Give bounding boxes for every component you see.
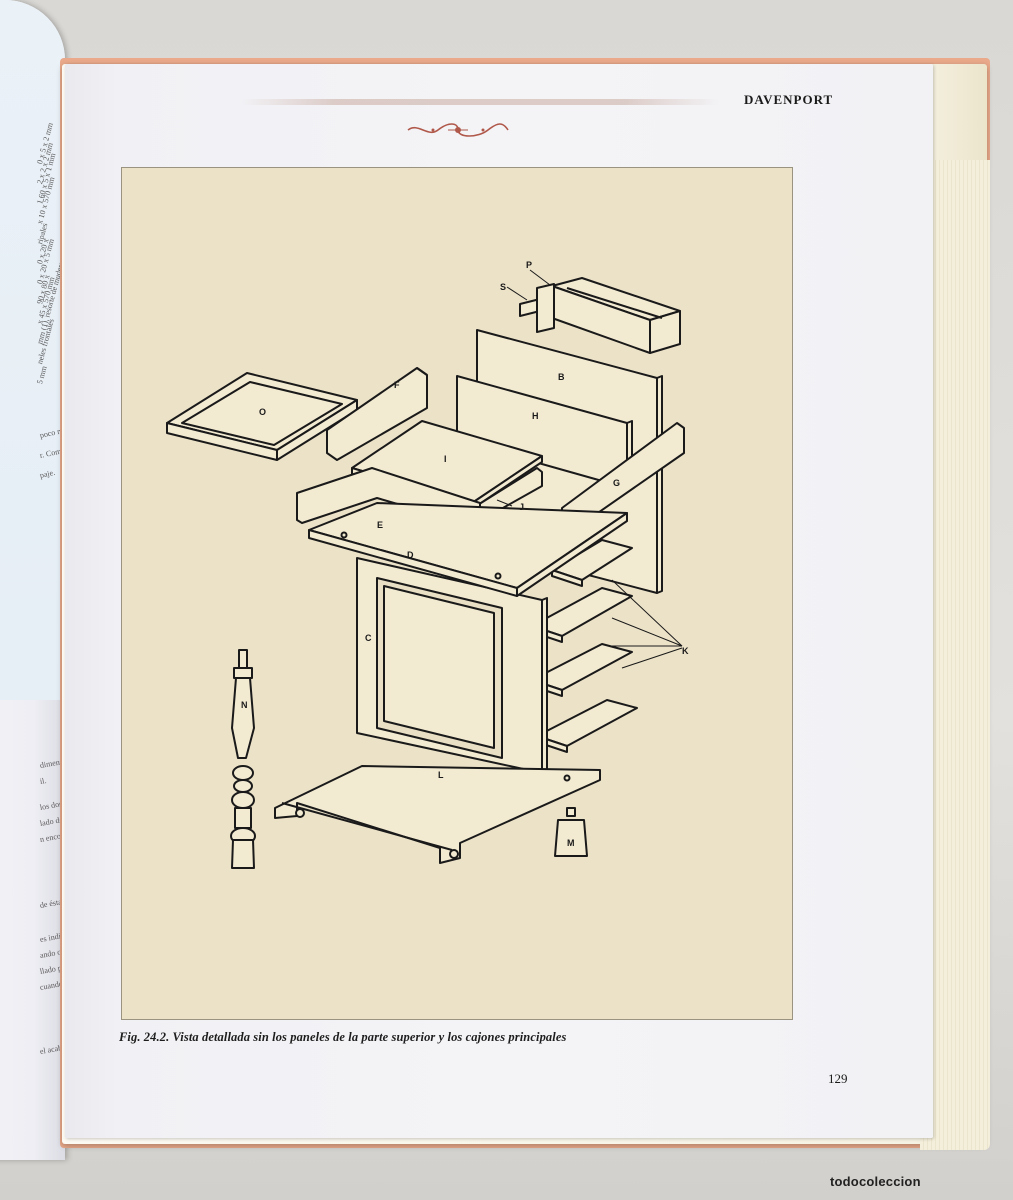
label-l: L — [438, 770, 444, 780]
label-o: O — [259, 407, 266, 417]
label-s: S — [500, 282, 506, 292]
label-g: G — [613, 478, 620, 488]
running-head: DAVENPORT — [744, 92, 834, 107]
label-m: M — [567, 838, 575, 848]
label-b: B — [558, 372, 565, 382]
label-k: K — [682, 646, 689, 656]
exploded-view-diagram: P S B O F H I G J E D C K N L M — [166, 260, 689, 869]
part-n-leg — [230, 649, 256, 869]
running-head-rule — [240, 99, 720, 105]
figure-caption: Fig. 24.2. Vista detallada sin los panel… — [119, 1030, 567, 1044]
ornament-icon — [407, 123, 509, 137]
exploded-view-figure: P S B O F H I G J E D C K N L M — [121, 167, 793, 1020]
label-n: N — [241, 700, 248, 710]
label-c: C — [365, 633, 372, 643]
page-number: 129 — [828, 1071, 848, 1086]
label-i: I — [444, 454, 447, 464]
label-d: D — [407, 550, 414, 560]
left-page-tint — [0, 0, 65, 700]
label-f: F — [394, 380, 400, 390]
label-p: P — [526, 260, 532, 270]
label-h: H — [532, 411, 539, 421]
label-e: E — [377, 520, 383, 530]
part-m-foot — [554, 807, 588, 857]
label-j: J — [519, 502, 524, 512]
part-l-base — [274, 765, 601, 864]
left-page — [0, 0, 65, 1160]
watermark: todocoleccion — [830, 1174, 921, 1189]
